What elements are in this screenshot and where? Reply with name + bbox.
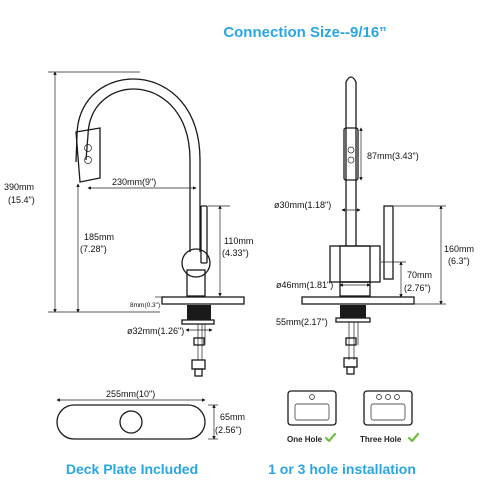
sprayer-length: 87mm(3.43") xyxy=(367,151,419,161)
total-height-mm: 390mm xyxy=(4,182,34,192)
deck-width: 255mm(10") xyxy=(106,389,155,399)
side-body-ball xyxy=(181,248,211,278)
deck-plate-view: 255mm(10") 65mm (2.56") xyxy=(56,389,245,440)
deck-height-mm: 65mm xyxy=(220,412,245,422)
front-handle xyxy=(383,205,394,280)
shank-diameter: ø32mm(1.26") xyxy=(127,326,184,336)
base-diameter: ø46mm(1.81") xyxy=(276,280,333,290)
three-hole-label: Three Hole xyxy=(360,435,402,444)
lower-height-mm: 70mm xyxy=(407,270,432,280)
handle-height-in: (4.33") xyxy=(222,248,249,258)
spout-gooseneck xyxy=(85,88,191,252)
spout-diameter: ø30mm(1.18") xyxy=(274,200,331,210)
front-sprayer xyxy=(343,127,359,181)
installation-options: One Hole Three Hole xyxy=(287,390,420,444)
spout-height-in: (7.28") xyxy=(80,244,107,254)
front-deck-plate xyxy=(301,296,415,305)
body-height-mm: 160mm xyxy=(444,244,474,254)
total-height-in: (15.4") xyxy=(8,195,35,205)
headline-installation: 1 or 3 hole installation xyxy=(268,461,416,477)
sink-one-hole-icon xyxy=(287,390,337,426)
side-view: 390mm (15.4") 185mm (7.28") 230mm(9") 11… xyxy=(4,71,253,377)
check-icon xyxy=(407,432,420,443)
sink-three-hole-icon xyxy=(363,390,413,426)
one-hole-label: One Hole xyxy=(287,435,323,444)
front-body xyxy=(329,245,381,283)
reach-dim: 230mm(9") xyxy=(112,177,156,187)
spout-height-mm: 185mm xyxy=(84,232,114,242)
side-deck-plate xyxy=(161,296,245,305)
sprayer-head xyxy=(75,127,101,183)
handle-height-mm: 110mm xyxy=(224,236,253,246)
side-handle xyxy=(200,205,208,264)
lower-height-in: (2.76") xyxy=(404,283,431,293)
deck-height-in: (2.56") xyxy=(215,425,242,435)
body-height-in: (6.3") xyxy=(448,256,470,266)
headline-deck-plate: Deck Plate Included xyxy=(66,461,198,477)
check-icon xyxy=(324,432,337,443)
shank-length: 55mm(2.17") xyxy=(276,317,328,327)
headline-connection-size: Connection Size--9/16” xyxy=(223,24,386,41)
plate-thickness: 8mm(0.3") xyxy=(130,302,160,309)
front-view: 87mm(3.43") ø30mm(1.18") 160mm (6.3") 70… xyxy=(274,76,474,375)
